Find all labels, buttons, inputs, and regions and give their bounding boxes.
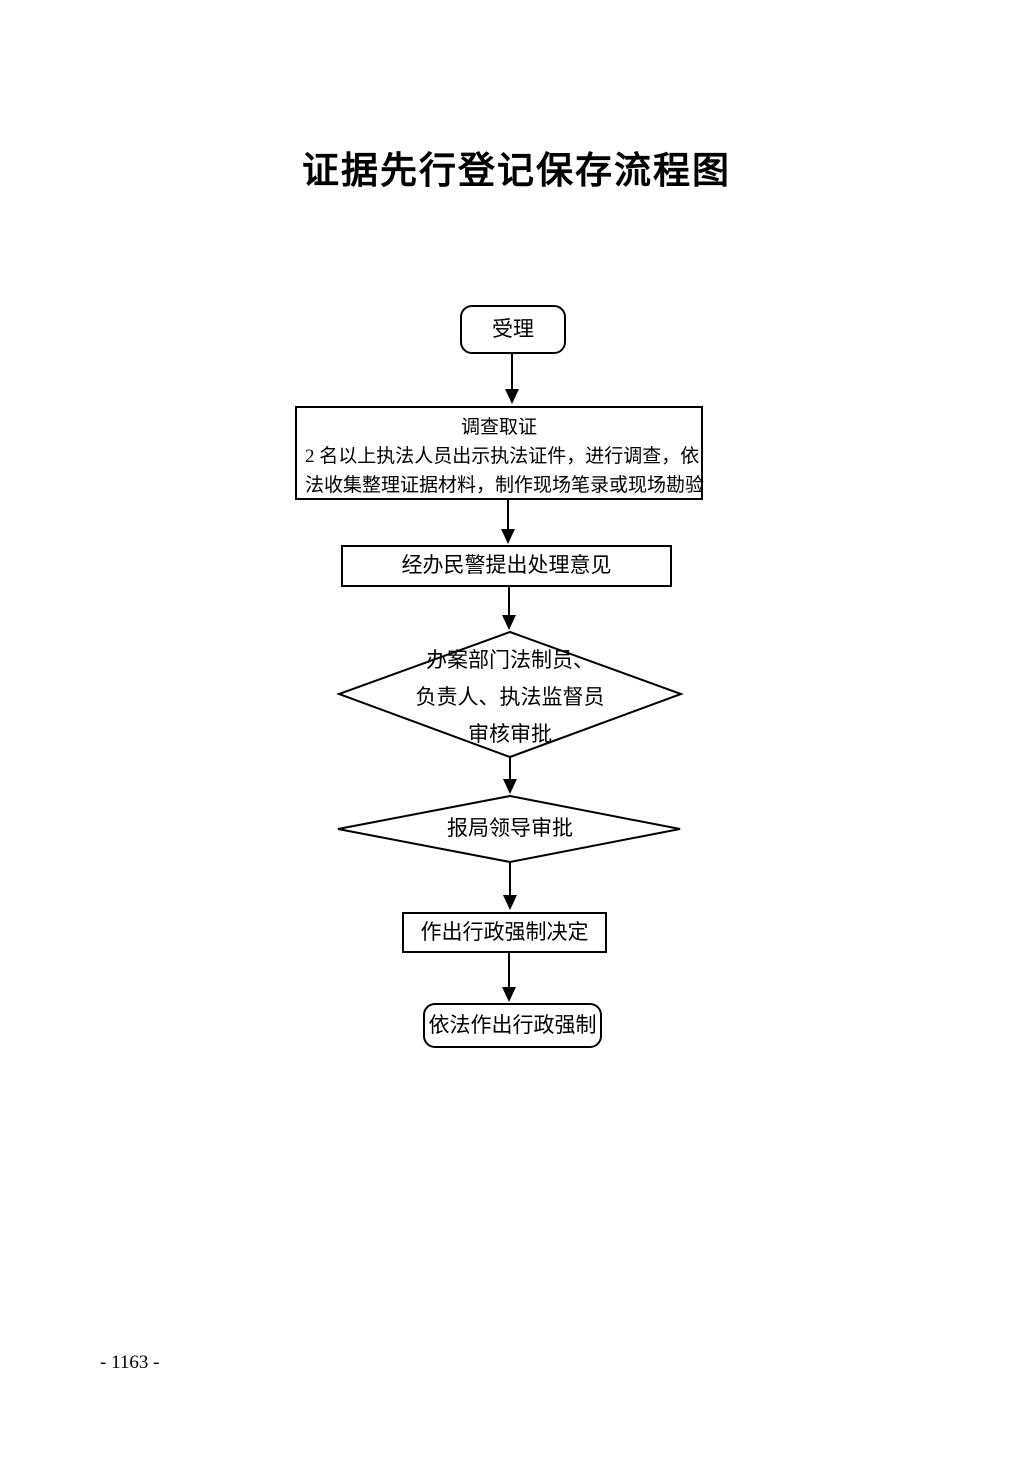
arrow-investigate-to-opinion [501, 500, 515, 544]
node-leader-approval-text: 报局领导审批 [447, 816, 573, 840]
node-investigate-heading: 调查取证 [460, 417, 537, 438]
node-review-line1: 办案部门法制员、 [426, 648, 594, 672]
node-decision-label: 作出行政强制决定 [420, 919, 589, 944]
diamond-review-shape [336, 630, 684, 759]
node-opinion: 经办民警提出处理意见 [341, 545, 672, 587]
node-investigate: 调查取证 2 名以上执法人员出示执法证件，进行调查，依 法收集整理证据材料，制作… [295, 406, 705, 500]
arrow-leader-approval-to-decision [503, 863, 517, 910]
page-title: 证据先行登记保存流程图 [302, 151, 731, 192]
diamond-leader-approval-shape [337, 794, 681, 864]
node-enforce-label: 依法作出行政强制 [428, 1012, 597, 1037]
arrow-decision-to-enforce [502, 953, 516, 1002]
arrow-opinion-to-review [502, 587, 516, 630]
node-investigate-line2: 2 名以上执法人员出示执法证件，进行调查，依 [305, 446, 700, 467]
node-opinion-label: 经办民警提出处理意见 [401, 553, 612, 578]
node-accept: 受理 [460, 305, 566, 354]
page-number: - 1163 - [100, 1352, 160, 1373]
node-decision: 作出行政强制决定 [402, 912, 607, 953]
node-enforce: 依法作出行政强制 [423, 1003, 602, 1048]
node-review-label: 办案部门法制员、 负责人、执法监督员 审核审批 [360, 642, 660, 753]
node-accept-label: 受理 [492, 316, 534, 341]
node-review-line3: 审核审批 [468, 722, 552, 746]
node-review-line2: 负责人、执法监督员 [415, 685, 605, 709]
node-investigate-line3: 法收集整理证据材料，制作现场笔录或现场勘验 [305, 475, 705, 496]
arrow-accept-to-investigate [505, 354, 519, 404]
node-leader-approval-label: 报局领导审批 [360, 810, 660, 847]
arrow-review-to-leader-approval [503, 757, 517, 794]
